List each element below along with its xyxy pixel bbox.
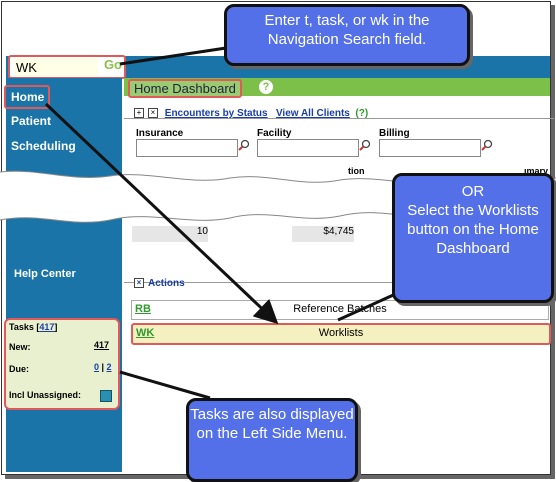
expand-icon[interactable]: + [134, 108, 144, 119]
page-title: Home Dashboard [128, 79, 242, 98]
sidebar-item-home[interactable]: Home [11, 90, 45, 104]
help-icon[interactable]: ? [259, 80, 273, 94]
encounters-help-icon[interactable]: (?) [355, 108, 369, 119]
insurance-search-icon[interactable] [238, 139, 250, 151]
reference-batches-button[interactable]: RB Reference Batches [131, 300, 549, 320]
billing-search-icon[interactable] [481, 139, 493, 151]
close-icon[interactable]: × [148, 108, 158, 119]
tasks-due-link-a[interactable]: 0 [94, 362, 100, 372]
billing-label: Billing [379, 128, 410, 139]
worklists-code: WK [136, 327, 155, 339]
tasks-new-link[interactable]: 417 [94, 340, 110, 350]
navigation-search-input[interactable] [14, 58, 98, 76]
tasks-due-values: 0 | 2 [94, 362, 112, 372]
partial-column-label-2: ımary [524, 166, 549, 176]
callout-left-side-menu: Tasks are also displayed on the Left Sid… [186, 398, 358, 482]
tasks-new-label: New: [9, 342, 31, 352]
facility-field[interactable] [257, 139, 359, 157]
reference-batches-code: RB [135, 303, 151, 315]
actions-close-icon[interactable]: × [134, 278, 144, 289]
encounters-row: + × Encounters by Status View All Clients… [134, 108, 368, 119]
callout-worklists-button: OR Select the Worklists button on the Ho… [392, 173, 554, 303]
view-all-clients-link[interactable]: View All Clients [275, 108, 350, 119]
sidebar-item-patient[interactable]: Patient [11, 114, 52, 128]
encounters-by-status-link[interactable]: Encounters by Status [164, 108, 268, 119]
encounter-amount-cell: $4,745 [292, 226, 354, 242]
facility-label: Facility [257, 128, 292, 139]
tasks-incl-unassigned-label: Incl Unassigned: [9, 390, 82, 400]
incl-unassigned-checkbox[interactable] [100, 390, 112, 402]
worklists-button[interactable]: WK Worklists [131, 323, 551, 345]
tasks-due-label: Due: [9, 364, 29, 374]
reference-batches-label: Reference Batches [293, 303, 387, 315]
partial-column-label: tion [348, 166, 365, 176]
callout-navigation-search: Enter t, task, or wk in the Navigation S… [224, 4, 470, 66]
sidebar-item-help-center[interactable]: Help Center [14, 268, 76, 280]
go-button[interactable]: Go [103, 57, 122, 72]
sidebar-item-scheduling[interactable]: Scheduling [11, 139, 76, 153]
actions-divider [124, 282, 554, 283]
facility-search-icon[interactable] [359, 139, 371, 151]
insurance-label: Insurance [136, 128, 184, 139]
actions-header: ×Actions [134, 278, 185, 289]
insurance-field[interactable] [136, 139, 238, 157]
tasks-panel: Tasks [417] New: 417 Due: 0 | 2 Incl Una… [4, 318, 120, 410]
billing-field[interactable] [379, 139, 481, 157]
tasks-due-link-b[interactable]: 2 [106, 362, 112, 372]
worklists-label: Worklists [318, 327, 364, 339]
home-highlight-box [4, 85, 50, 109]
panel-border [124, 118, 554, 119]
tasks-total-link[interactable]: 417 [39, 322, 55, 332]
tasks-title: Tasks [417] [9, 322, 58, 332]
